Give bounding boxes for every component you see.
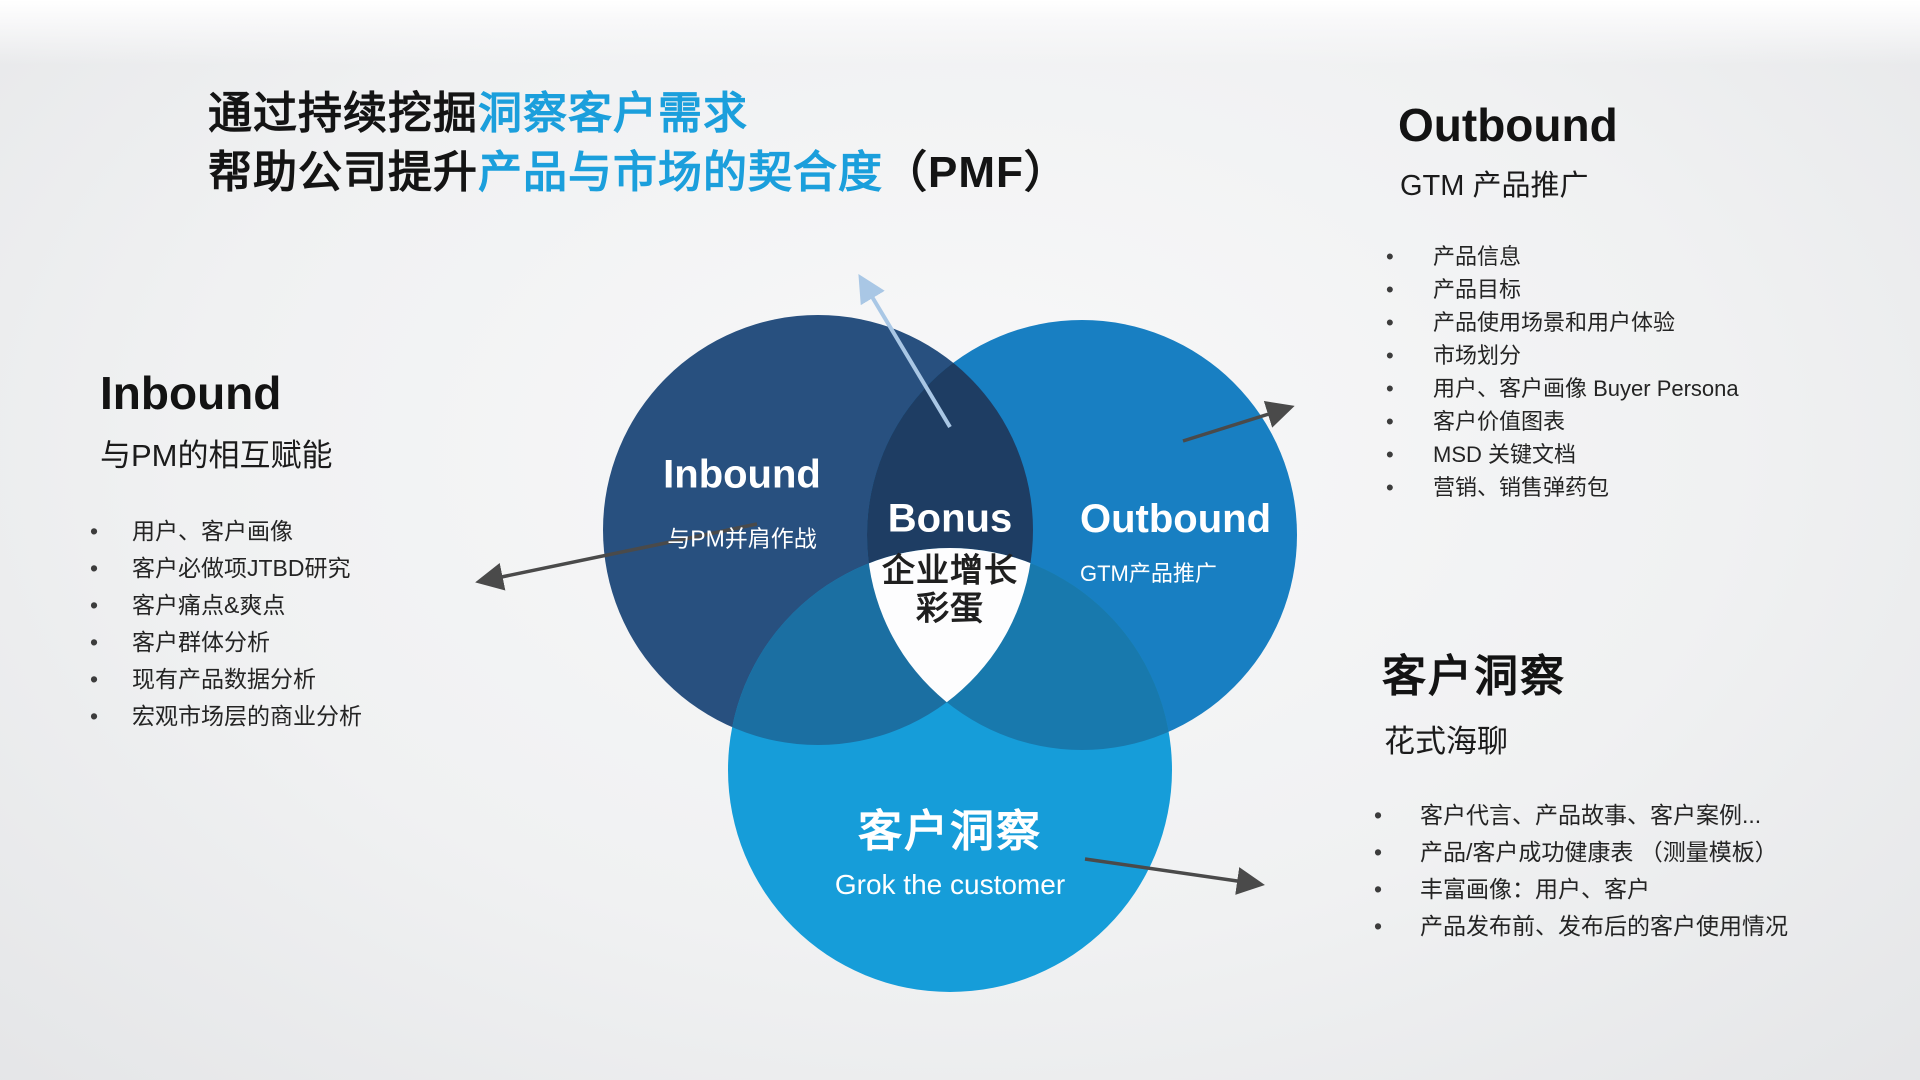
list-item-text: 产品/客户成功健康表 （测量模板） <box>1420 839 1778 865</box>
list-item-text: 产品发布前、发布后的客户使用情况 <box>1420 913 1788 939</box>
title-text-suffix: （PMF） <box>883 148 1069 197</box>
list-item-text: 丰富画像：用户、客户 <box>1420 876 1650 902</box>
bullet-icon: • <box>90 703 99 729</box>
center-line-2: 彩蛋 <box>916 589 984 627</box>
list-item-text: 宏观市场层的商业分析 <box>132 703 362 729</box>
list-item: • MSD 关键文档 <box>1380 438 1739 471</box>
list-item-text: 客户价值图表 <box>1433 409 1566 434</box>
list-item: • 宏观市场层的商业分析 <box>88 698 362 735</box>
insight-subheading: 花式海聊 <box>1384 724 1508 759</box>
insight-heading: 客户洞察 <box>1382 652 1566 701</box>
bullet-icon: • <box>1374 839 1383 865</box>
insight-circle-title: 客户洞察 <box>858 807 1042 856</box>
bullet-icon: • <box>90 592 99 618</box>
bullet-icon: • <box>1386 376 1394 401</box>
arrow-up-icon <box>858 273 952 429</box>
bullet-icon: • <box>1374 913 1383 939</box>
panel-insight: 客户洞察 花式海聊 • 客户代言、产品故事、客户案例... • 产品/客户成功健康表 … <box>1374 640 1788 945</box>
list-item-text: 市场划分 <box>1433 343 1522 368</box>
outbound-subheading: GTM 产品推广 <box>1400 170 1589 202</box>
list-item: • 客户必做项JTBD研究 <box>88 550 362 587</box>
bullet-icon: • <box>1386 277 1394 302</box>
list-item: • 客户代言、产品故事、客户案例... <box>1374 797 1788 834</box>
insight-circle-label: 客户洞察 Grok the customer <box>835 795 1065 901</box>
overlap-outbound-insight <box>867 548 1172 750</box>
list-item-text: 产品信息 <box>1433 244 1522 269</box>
title-text-black: 帮助公司提升 <box>208 148 478 197</box>
bullet-icon: • <box>1374 876 1383 902</box>
bullet-icon: • <box>90 666 99 692</box>
list-item: • 产品使用场景和用户体验 <box>1380 306 1739 339</box>
list-item-text: 产品目标 <box>1433 277 1522 302</box>
list-item: • 产品信息 <box>1380 240 1739 273</box>
bullet-icon: • <box>1386 343 1394 368</box>
inbound-subheading: 与PM的相互赋能 <box>100 438 333 473</box>
panel-outbound: Outbound GTM 产品推广 • 产品信息 • 产品目标 • 产品使用场景和用户体验… <box>1380 98 1739 504</box>
center-label: Bonus 企业增长 彩蛋 <box>882 497 1018 628</box>
overlap-inbound-insight <box>728 548 1033 745</box>
arrow-to-inbound-list-icon <box>475 522 758 591</box>
title-line-1: 通过持续挖掘洞察客户需求 <box>208 84 1069 143</box>
outbound-heading: Outbound <box>1398 99 1618 151</box>
list-item-text: 客户代言、产品故事、客户案例... <box>1420 802 1762 828</box>
outbound-circle-label: Outbound GTM产品推广 <box>1080 497 1271 588</box>
title-text-accent: 洞察客户需求 <box>478 89 748 138</box>
title-text-black: 通过持续挖掘 <box>208 89 478 138</box>
bullet-icon: • <box>1386 475 1394 500</box>
list-item: • 产品目标 <box>1380 273 1739 306</box>
list-item: • 市场划分 <box>1380 339 1739 372</box>
list-item-text: 客户群体分析 <box>132 629 270 655</box>
list-item-text: MSD 关键文档 <box>1433 442 1577 467</box>
bullet-icon: • <box>90 629 99 655</box>
list-item: • 丰富画像：用户、客户 <box>1374 871 1788 908</box>
insight-list: • 客户代言、产品故事、客户案例... • 产品/客户成功健康表 （测量模板） • 丰富画… <box>1374 797 1788 945</box>
list-item-text: 产品使用场景和用户体验 <box>1433 310 1676 335</box>
slide-title: 通过持续挖掘洞察客户需求 帮助公司提升产品与市场的契合度（PMF） <box>208 84 1069 202</box>
list-item-text: 营销、销售弹药包 <box>1433 475 1610 500</box>
list-item: • 用户、客户画像 <box>88 513 362 550</box>
inbound-circle-title: Inbound <box>663 452 821 497</box>
bullet-icon: • <box>1386 409 1394 434</box>
bullet-icon: • <box>1386 310 1394 335</box>
list-item: • 客户痛点&爽点 <box>88 587 362 624</box>
center-line-1: 企业增长 <box>882 551 1018 589</box>
list-item-text: 现有产品数据分析 <box>132 666 316 692</box>
list-item: • 客户价值图表 <box>1380 405 1739 438</box>
bullet-icon: • <box>90 555 99 581</box>
list-item-text: 客户必做项JTBD研究 <box>132 555 351 581</box>
inbound-list: • 用户、客户画像 • 客户必做项JTBD研究 • 客户痛点&爽点 • 客户群体分析 • 现有产品… <box>88 513 362 735</box>
list-item: • 产品/客户成功健康表 （测量模板） <box>1374 834 1788 871</box>
inbound-circle-label: Inbound 与PM并肩作战 <box>663 453 821 554</box>
list-item-text: 客户痛点&爽点 <box>132 592 286 618</box>
title-text-accent: 产品与市场的契合度 <box>478 148 883 197</box>
list-item: • 营销、销售弹药包 <box>1380 471 1739 504</box>
inbound-heading: Inbound <box>100 367 282 419</box>
bullet-icon: • <box>90 518 99 544</box>
center-bonus-title: Bonus <box>887 496 1013 541</box>
list-item: • 现有产品数据分析 <box>88 661 362 698</box>
outbound-circle-title: Outbound <box>1080 497 1272 541</box>
list-item: • 客户群体分析 <box>88 624 362 661</box>
title-line-2: 帮助公司提升产品与市场的契合度（PMF） <box>208 143 1069 202</box>
list-item: • 用户、客户画像 Buyer Persona <box>1380 372 1739 405</box>
arrow-to-insight-list-icon <box>1084 857 1265 895</box>
bullet-icon: • <box>1374 802 1383 828</box>
outbound-circle-subtitle: GTM产品推广 <box>1080 561 1217 586</box>
bullet-icon: • <box>1386 442 1394 467</box>
panel-inbound: Inbound 与PM的相互赋能 • 用户、客户画像 • 客户必做项JTBD研究 • 客户… <box>88 366 362 735</box>
bullet-icon: • <box>1386 244 1394 269</box>
inbound-circle-subtitle: 与PM并肩作战 <box>667 525 817 552</box>
list-item-text: 用户、客户画像 Buyer Persona <box>1433 376 1739 401</box>
insight-circle-subtitle: Grok the customer <box>834 869 1066 900</box>
list-item: • 产品发布前、发布后的客户使用情况 <box>1374 908 1788 945</box>
arrow-to-outbound-list-icon <box>1182 400 1295 443</box>
outbound-list: • 产品信息 • 产品目标 • 产品使用场景和用户体验 • 市场划分 • 用户、客户画像 Buye… <box>1380 240 1739 504</box>
list-item-text: 用户、客户画像 <box>132 518 293 544</box>
